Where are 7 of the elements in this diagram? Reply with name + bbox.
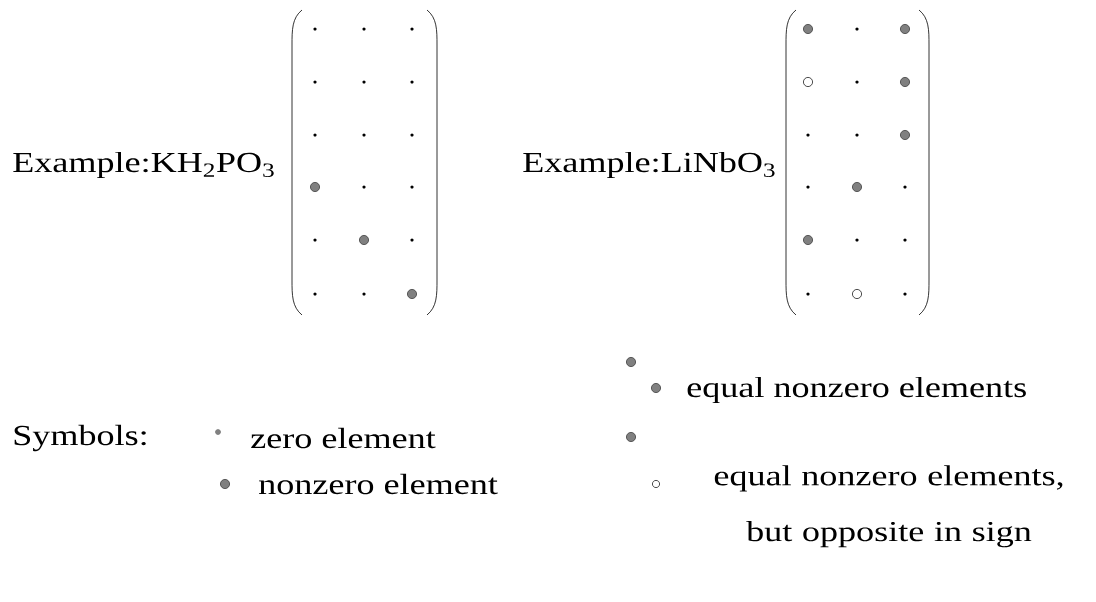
label-text: equal nonzero elements, but opposite in sign	[714, 465, 1063, 548]
label-text: Symbols:	[14, 424, 146, 452]
label-text: Example:LiNbO$_{3}$	[523, 151, 775, 179]
label-text: Example:KH$_{2}$PO$_{3}$	[13, 151, 274, 179]
label-text: zero element	[251, 427, 436, 449]
label-text: equal nonzero elements	[687, 376, 1026, 404]
label-text: nonzero element	[259, 473, 498, 495]
